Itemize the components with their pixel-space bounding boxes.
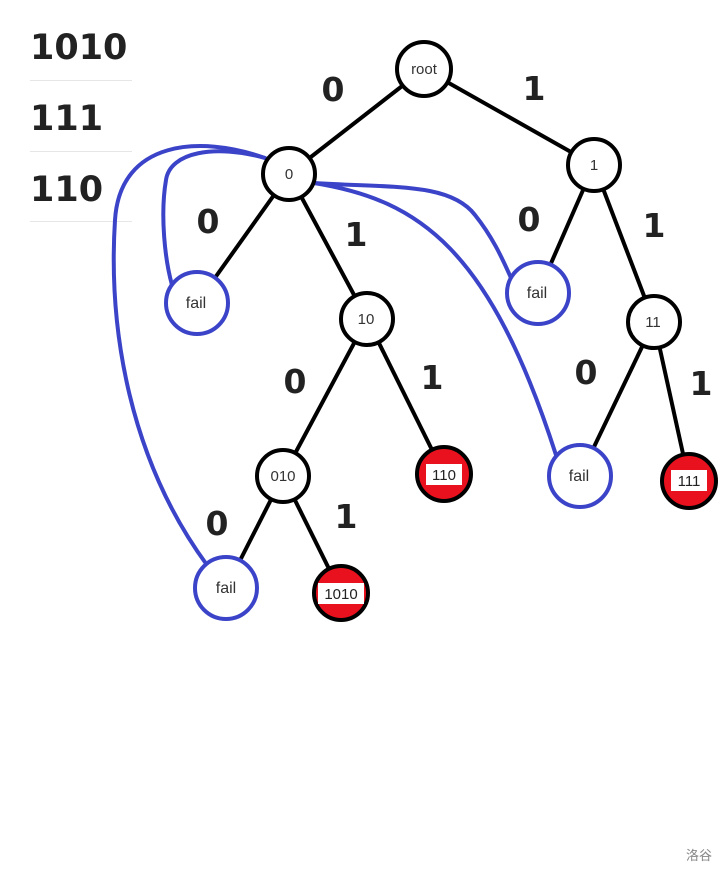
fail-node-0: fail xyxy=(164,270,230,336)
fail-label-11: fail xyxy=(569,468,589,485)
fail-link-010 xyxy=(111,144,267,567)
pattern-2: 111 xyxy=(30,99,104,139)
fail-label-0: fail xyxy=(186,295,206,312)
node-label-010: 010 xyxy=(270,468,295,485)
node-10: 10 xyxy=(339,291,395,347)
terminal-nodes: 110 111 1010 xyxy=(312,445,718,622)
trie-nodes: root 0 1 10 11 010 xyxy=(255,40,682,504)
terminal-node-111: 111 xyxy=(660,452,718,510)
pattern-divider xyxy=(30,151,132,152)
fail-label-1: fail xyxy=(527,285,547,302)
edge-10-0 xyxy=(281,318,369,477)
pattern-1: 1010 xyxy=(30,28,128,68)
edge-label-root-1: 1 xyxy=(523,69,546,108)
fail-node-11: fail xyxy=(547,443,613,509)
edge-label-010-1: 1 xyxy=(335,497,358,536)
terminal-node-110: 110 xyxy=(415,445,473,503)
terminal-node-1010: 1010 xyxy=(312,564,370,622)
fail-label-010: fail xyxy=(216,580,236,597)
node-label-11: 11 xyxy=(645,314,661,331)
fail-node-010: fail xyxy=(193,555,259,621)
edge-label-11-0: 0 xyxy=(575,353,598,392)
node-label-0: 0 xyxy=(285,166,293,183)
edge-label-1-1: 1 xyxy=(643,206,666,245)
watermark: 洛谷 xyxy=(685,849,712,864)
node-label-1: 1 xyxy=(590,157,598,174)
pattern-divider xyxy=(30,221,132,222)
edge-label-1-0: 0 xyxy=(518,200,541,239)
edge-label-0-0: 0 xyxy=(197,202,220,241)
pattern-3: 110 xyxy=(30,170,104,210)
fail-link-11 xyxy=(312,181,558,457)
node-1: 1 xyxy=(566,137,622,193)
fail-node-1: fail xyxy=(505,260,571,326)
fail-link-0 xyxy=(161,149,267,287)
node-0: 0 xyxy=(261,146,317,202)
edge-label-11-1: 1 xyxy=(690,364,713,403)
edge-label-10-1: 1 xyxy=(421,358,444,397)
terminal-label-110: 110 xyxy=(432,467,456,484)
node-010: 010 xyxy=(255,448,311,504)
edge-root-1 xyxy=(423,67,595,167)
edge-label-root-0: 0 xyxy=(322,70,345,109)
terminal-label-1010: 1010 xyxy=(324,586,357,603)
fail-link-1 xyxy=(312,181,514,282)
fail-links xyxy=(111,144,558,567)
edge-label-010-0: 0 xyxy=(206,504,229,543)
node-11: 11 xyxy=(626,294,682,350)
terminal-label-111: 111 xyxy=(678,473,701,490)
node-label-10: 10 xyxy=(358,311,375,328)
edge-label-10-0: 0 xyxy=(284,362,307,401)
edge-labels: 0 1 0 1 0 1 0 1 0 1 0 1 xyxy=(197,69,713,543)
edge-label-0-1: 1 xyxy=(345,215,368,254)
edge-1-1 xyxy=(592,164,656,323)
node-root: root xyxy=(395,40,453,98)
fail-nodes: fail fail fail fail xyxy=(164,260,613,621)
pattern-divider xyxy=(30,80,132,81)
node-label-root: root xyxy=(411,61,438,78)
